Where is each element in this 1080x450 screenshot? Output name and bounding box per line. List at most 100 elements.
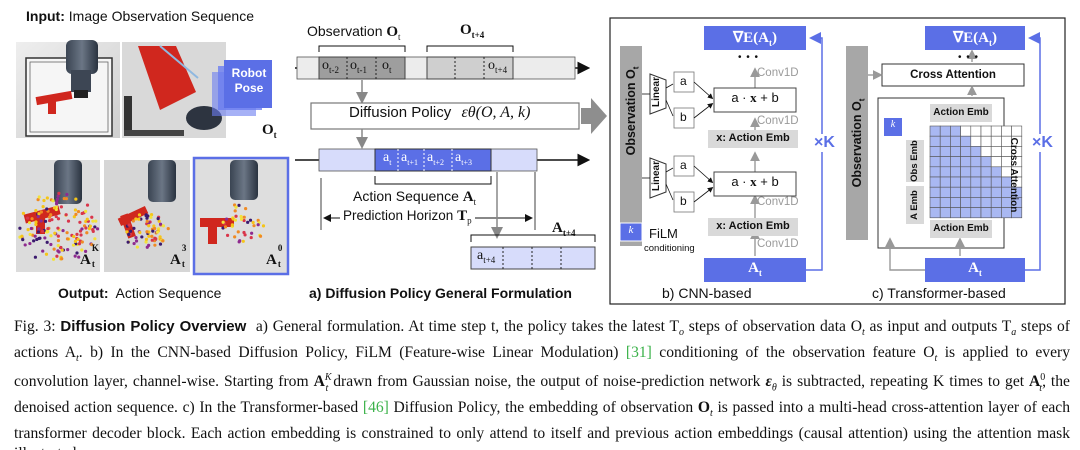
citation-link-46[interactable]: [46] [362, 399, 389, 417]
sample-dot [39, 219, 43, 223]
sample-dot [147, 224, 151, 228]
mask-cell [990, 197, 1002, 208]
sample-dot [65, 231, 69, 235]
sample-dot [239, 214, 243, 219]
b-conv-2: Conv1D [757, 115, 799, 127]
next-action-cell: at+4 [477, 248, 496, 265]
sample-dot [56, 226, 60, 230]
sample-dot [155, 230, 160, 234]
sample-dot [66, 248, 70, 252]
b-b-1: b [680, 110, 687, 124]
sample-dot [132, 226, 136, 230]
sample-dot [23, 243, 27, 247]
mask-cell [929, 156, 941, 168]
obs-symbol: Ot [262, 122, 277, 140]
sample-dot [157, 219, 161, 223]
sample-dot [161, 224, 165, 228]
b-film-label: FiLM [649, 226, 678, 241]
mask-cell [970, 166, 982, 178]
mask-cell [990, 135, 1002, 147]
mask-cell [990, 156, 1002, 168]
sample-dot [251, 220, 255, 225]
b-action-emb-1: x: Action Emb [716, 132, 790, 144]
sample-dot [166, 227, 170, 231]
sample-dot [236, 230, 240, 234]
mask-cell [950, 146, 961, 157]
mask-cell [950, 125, 961, 137]
sample-dot [49, 234, 53, 238]
mask-cell [950, 166, 961, 178]
mask-cell [980, 125, 992, 137]
sample-dot [49, 242, 53, 247]
sample-dot [37, 227, 41, 231]
mask-cell [990, 166, 1002, 178]
c-k-box: k [890, 119, 896, 130]
sample-dot [64, 213, 68, 217]
sample-dot [56, 244, 60, 248]
sample-dot [52, 206, 57, 210]
sample-dot [137, 213, 142, 217]
sample-dot [25, 216, 30, 220]
action-cell-4: at+3 [455, 150, 472, 167]
mask-cell [950, 156, 961, 168]
sample-dot [36, 230, 41, 234]
sample-dot [31, 233, 35, 237]
sample-dot [47, 215, 52, 219]
mask-cell [970, 156, 982, 168]
sample-dot [73, 254, 77, 258]
sample-dot [74, 242, 78, 246]
mask-cell [960, 125, 972, 137]
sample-dot [43, 219, 48, 223]
sample-dot [85, 231, 89, 235]
sample-dot [51, 199, 55, 203]
sample-dot [35, 237, 39, 242]
sample-dot [62, 196, 66, 201]
sample-dot [84, 219, 88, 224]
sample-dot [258, 234, 263, 238]
mask-cell [929, 146, 941, 157]
mask-cell [980, 197, 992, 208]
sample-dot [225, 233, 230, 237]
action-cell-1: at [383, 150, 392, 167]
b-a-2: a [680, 158, 687, 172]
mask-cell [960, 197, 972, 208]
sample-dot [144, 237, 149, 241]
c-grad-label: ∇E(At) [953, 30, 997, 48]
sample-dot [233, 209, 237, 213]
sample-dot [138, 230, 142, 235]
sample-dot [91, 219, 95, 223]
sample-dot [150, 234, 154, 238]
sample-dot [256, 223, 260, 227]
action-cell-2: at+1 [401, 150, 418, 167]
mask-cell [929, 207, 941, 219]
obs-label: Observation Ot [307, 23, 401, 42]
sample-dot [144, 240, 148, 244]
sample-dot [252, 224, 256, 228]
sample-dot [60, 257, 64, 261]
action-sequence-label: Action Sequence At [353, 188, 477, 207]
sample-dot [56, 234, 60, 238]
citation-link-31[interactable]: [31] [625, 343, 652, 361]
observation-photo-1 [16, 40, 120, 138]
sample-dot [72, 234, 76, 239]
sample-dot [146, 214, 150, 218]
sample-dot [34, 208, 38, 213]
sample-dot [39, 210, 43, 214]
sample-dot [249, 235, 253, 240]
sample-dot [241, 239, 245, 243]
sample-dot [18, 226, 22, 230]
sample-dot [90, 243, 94, 247]
mask-cell [929, 135, 941, 147]
sample-dot [28, 241, 32, 246]
output-label: Output: Action Sequence [58, 285, 222, 301]
robot-pose-label: Robot Pose [231, 66, 267, 95]
mask-cell [960, 156, 972, 168]
sample-dot [246, 220, 250, 224]
prediction-horizon-label: Prediction Horizon Tp [340, 208, 475, 226]
sample-dot [41, 229, 45, 233]
sample-dot [239, 217, 244, 221]
sample-dot [76, 209, 81, 214]
sample-dot [161, 239, 165, 243]
sample-dot [223, 225, 228, 229]
